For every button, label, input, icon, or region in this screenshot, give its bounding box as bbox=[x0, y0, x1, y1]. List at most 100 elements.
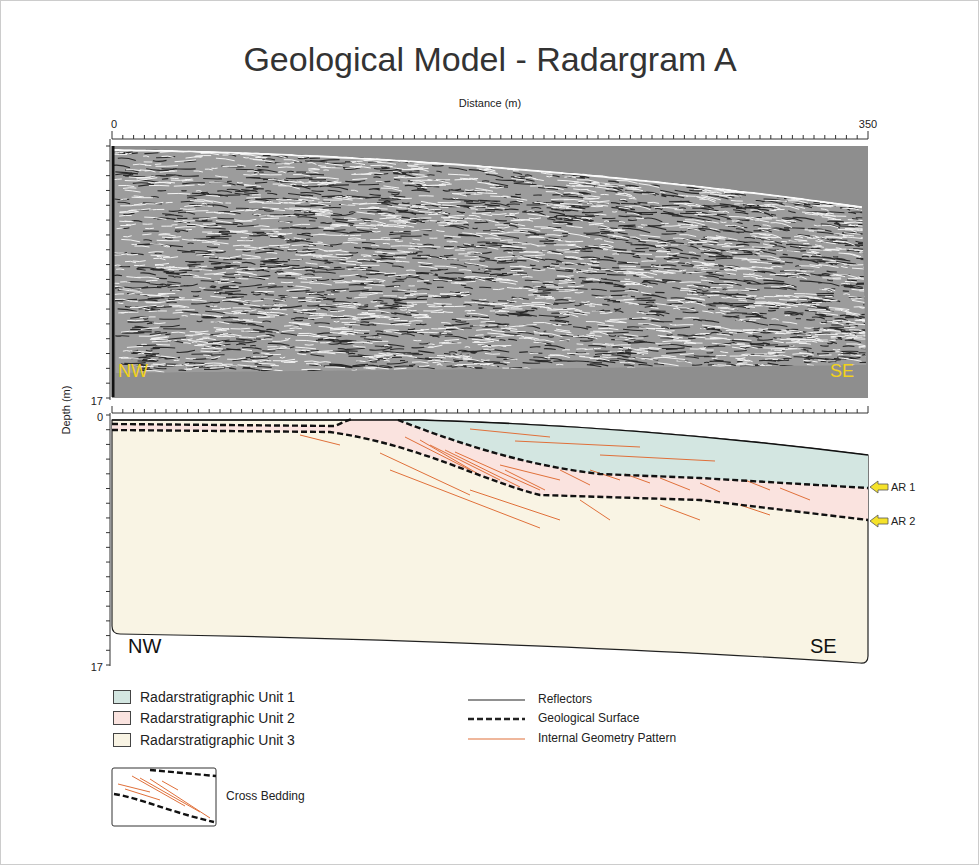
geological-model bbox=[112, 419, 888, 663]
surface-sample bbox=[468, 718, 525, 720]
drawing-part bbox=[835, 135, 836, 139]
drawing-part bbox=[457, 409, 458, 413]
drawing-part bbox=[106, 620, 110, 621]
drawing-part bbox=[468, 135, 469, 139]
drawing-part bbox=[479, 409, 480, 413]
drawing-part bbox=[868, 406, 869, 413]
drawing-part bbox=[106, 146, 110, 147]
drawing-part bbox=[760, 409, 761, 413]
geological-surface bbox=[398, 420, 868, 488]
drawing-part bbox=[403, 135, 404, 139]
drawing-part bbox=[284, 135, 285, 139]
drawing-part bbox=[187, 409, 188, 413]
drawing-part bbox=[263, 135, 264, 139]
legend-text: Geological Surface bbox=[538, 712, 639, 726]
drawing-part bbox=[360, 409, 361, 413]
drawing-part bbox=[770, 135, 771, 139]
drawing-part bbox=[630, 409, 631, 413]
drawing-part bbox=[490, 409, 491, 413]
drawing-part bbox=[846, 135, 847, 139]
drawing-part bbox=[317, 409, 318, 413]
drawing-part bbox=[349, 409, 350, 413]
drawing-part bbox=[684, 409, 685, 413]
drawing-part bbox=[155, 135, 156, 139]
drawing-part bbox=[106, 532, 110, 533]
drawing-part bbox=[106, 415, 110, 416]
drawing-part bbox=[371, 135, 372, 139]
tick-label: 0 bbox=[111, 118, 117, 131]
drawing-part bbox=[144, 135, 145, 139]
surface-label: AR 1 bbox=[891, 481, 915, 494]
drawing-part bbox=[846, 409, 847, 413]
drawing-part bbox=[106, 429, 110, 430]
drawing-part bbox=[360, 135, 361, 139]
drawing-part bbox=[110, 139, 111, 400]
drawing-part bbox=[781, 135, 782, 139]
drawing-part bbox=[641, 409, 642, 413]
drawing-part bbox=[106, 160, 110, 161]
drawing-part bbox=[727, 409, 728, 413]
drawing-part bbox=[198, 409, 199, 413]
drawing-part bbox=[392, 409, 393, 413]
drawing-part bbox=[252, 409, 253, 413]
unit-2-fill bbox=[112, 419, 868, 520]
drawing-part bbox=[576, 135, 577, 139]
drawing-part bbox=[684, 135, 685, 139]
drawing-part bbox=[349, 135, 350, 139]
reflector-sample bbox=[468, 699, 525, 700]
drawing-part bbox=[230, 135, 231, 139]
drawing-part bbox=[230, 409, 231, 413]
drawing-part bbox=[209, 135, 210, 139]
drawing-part bbox=[106, 547, 110, 548]
drawing-part bbox=[662, 135, 663, 139]
drawing-part bbox=[295, 409, 296, 413]
geological-surface bbox=[112, 419, 352, 426]
drawing-part bbox=[122, 135, 123, 139]
marker-arrow bbox=[870, 515, 888, 527]
drawing-part bbox=[824, 135, 825, 139]
drawing-part bbox=[770, 409, 771, 413]
marker-arrow bbox=[870, 481, 888, 493]
drawing-part bbox=[414, 135, 415, 139]
drawing-part bbox=[446, 409, 447, 413]
drawing-part bbox=[106, 309, 110, 310]
drawing-part bbox=[106, 517, 110, 518]
drawing-part bbox=[328, 135, 329, 139]
drawing-part bbox=[176, 135, 177, 139]
tick-label: 17 bbox=[91, 661, 103, 674]
axes bbox=[106, 131, 868, 666]
drawing-part bbox=[220, 135, 221, 139]
legend-samples bbox=[112, 700, 525, 826]
drawing-part bbox=[112, 146, 115, 397]
drawing-part bbox=[106, 279, 110, 280]
drawing-part bbox=[106, 459, 110, 460]
drawing-part bbox=[673, 409, 674, 413]
pattern-sample bbox=[468, 738, 525, 739]
drawing-part bbox=[598, 135, 599, 139]
drawing-part bbox=[738, 409, 739, 413]
drawing-part bbox=[803, 135, 804, 139]
drawing-part bbox=[306, 135, 307, 139]
drawing-part bbox=[500, 135, 501, 139]
drawing-part bbox=[857, 135, 858, 139]
drawing-part bbox=[295, 135, 296, 139]
drawing-part bbox=[824, 409, 825, 413]
drawing-part bbox=[835, 409, 836, 413]
drawing-part bbox=[706, 135, 707, 139]
legend-swatch bbox=[113, 733, 131, 747]
drawing-part bbox=[522, 409, 523, 413]
legend-swatch bbox=[113, 690, 131, 704]
drawing-part bbox=[814, 135, 815, 139]
drawing-part bbox=[241, 409, 242, 413]
drawing-part bbox=[652, 135, 653, 139]
drawing-part bbox=[608, 135, 609, 139]
drawing-part bbox=[511, 409, 512, 413]
tick-label: 0 bbox=[97, 411, 103, 424]
internal-geometry bbox=[300, 429, 810, 528]
drawing-part bbox=[274, 135, 275, 139]
drawing-part bbox=[425, 135, 426, 139]
drawing-part bbox=[106, 353, 110, 354]
drawing-part bbox=[106, 294, 110, 295]
drawing-part bbox=[106, 338, 110, 339]
